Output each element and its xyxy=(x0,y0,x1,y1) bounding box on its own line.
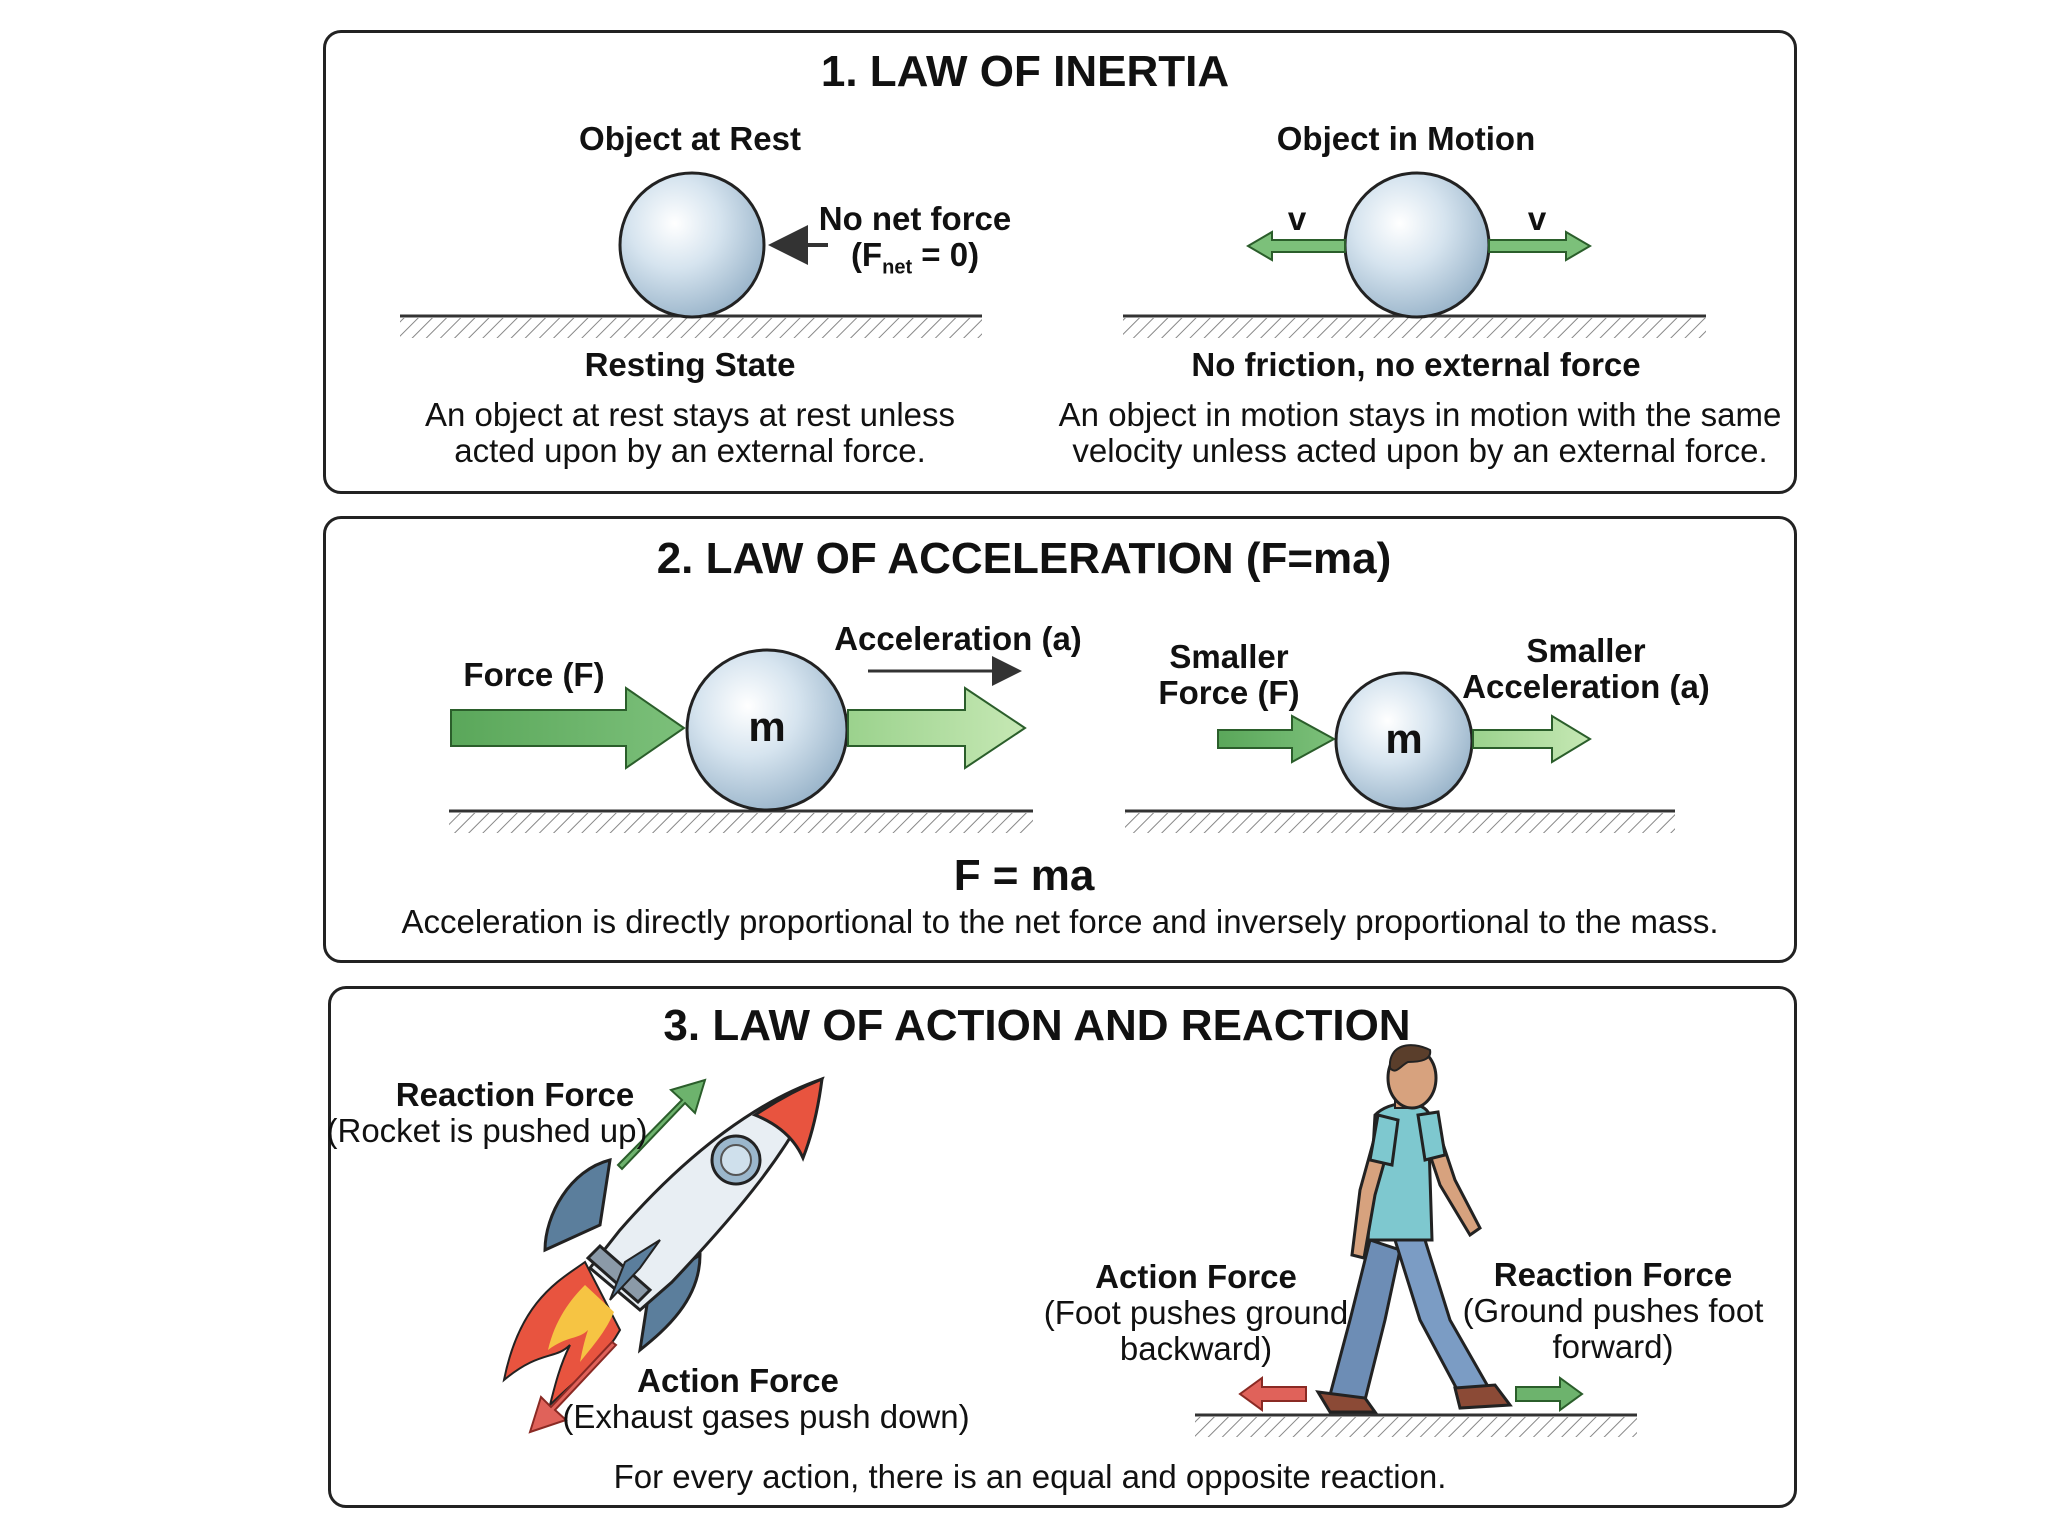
velocity-arrow-right xyxy=(1488,230,1592,262)
rocket-action-title: Action Force xyxy=(637,1362,839,1399)
rocket-action-arrow xyxy=(528,1340,618,1434)
no-friction-label: No friction, no external force xyxy=(1191,346,1641,383)
walker-reaction-title: Reaction Force xyxy=(1493,1256,1733,1293)
velocity-label-left: v xyxy=(1287,200,1307,237)
resting-state-label: Resting State xyxy=(584,346,796,383)
rest-heading: Object at Rest xyxy=(579,120,801,157)
law1-title: 1. LAW OF INERTIA xyxy=(820,47,1230,96)
rocket-nose xyxy=(751,1076,824,1162)
acceleration-arrow-large xyxy=(847,686,1027,770)
formula-f-ma: F = ma xyxy=(953,851,1095,900)
motion-desc-line2: velocity unless acted upon by an externa… xyxy=(1072,432,1768,469)
ball-in-motion xyxy=(1343,171,1491,319)
ground-motion xyxy=(1123,314,1706,338)
velocity-label-right: v xyxy=(1527,200,1547,237)
ground-left-acc xyxy=(449,809,1033,833)
force-arrow-small xyxy=(1217,714,1337,764)
ball-at-rest xyxy=(618,171,766,319)
mass-label-small: m xyxy=(1385,715,1423,762)
motion-desc-line1: An object in motion stays in motion with… xyxy=(1058,396,1782,433)
walker-action-desc-line2: backward) xyxy=(1119,1330,1273,1367)
smaller-acc-line1: Smaller xyxy=(1526,632,1646,669)
rocket-reaction-desc: (Rocket is pushed up) xyxy=(326,1112,648,1149)
smaller-force-line2: Force (F) xyxy=(1158,674,1300,711)
law1-panel xyxy=(323,30,1797,494)
ground-right-acc xyxy=(1125,809,1675,833)
ground-rest xyxy=(400,314,982,338)
ground-walker xyxy=(1195,1413,1637,1437)
fnet-subscript: net xyxy=(882,256,913,279)
walker-action-title: Action Force xyxy=(1095,1258,1297,1295)
rocket-reaction-arrow xyxy=(616,1078,707,1171)
law2-description: Acceleration is directly proportional to… xyxy=(401,903,1719,940)
force-arrow-large xyxy=(450,686,686,770)
walking-person xyxy=(1315,1044,1513,1414)
motion-heading: Object in Motion xyxy=(1276,120,1536,157)
rocket-fin-left xyxy=(543,1157,612,1253)
rocket-fin-right xyxy=(637,1252,702,1354)
walker-reaction-desc-line1: (Ground pushes foot xyxy=(1462,1292,1764,1329)
walker-reaction-desc-line2: forward) xyxy=(1552,1328,1674,1365)
acceleration-arrow-small xyxy=(1472,714,1592,764)
law3-title: 3. LAW OF ACTION AND REACTION xyxy=(663,1001,1411,1050)
walker-action-desc-line1: (Foot pushes ground xyxy=(1043,1294,1349,1331)
fnet-label: (Fnet = 0) xyxy=(850,236,980,279)
rocket-illustration xyxy=(502,1076,825,1409)
walker-reaction-arrow xyxy=(1515,1376,1584,1412)
velocity-arrow-left xyxy=(1246,230,1346,262)
no-net-force-label: No net force xyxy=(818,200,1012,237)
rocket-reaction-title: Reaction Force xyxy=(395,1076,635,1113)
smaller-force-line1: Smaller xyxy=(1169,638,1289,675)
rest-desc-line2: acted upon by an external force. xyxy=(454,432,926,469)
acceleration-label-large: Acceleration (a) xyxy=(834,620,1082,657)
rest-desc-line1: An object at rest stays at rest unless xyxy=(424,396,956,433)
law3-description: For every action, there is an equal and … xyxy=(613,1458,1447,1495)
law2-title: 2. LAW OF ACCELERATION (F=ma) xyxy=(656,534,1392,583)
mass-label-large: m xyxy=(748,703,786,750)
rocket-action-desc: (Exhaust gases push down) xyxy=(562,1398,970,1435)
smaller-acc-line2: Acceleration (a) xyxy=(1462,668,1710,705)
force-label-large: Force (F) xyxy=(463,656,605,693)
walker-action-arrow xyxy=(1238,1376,1307,1412)
